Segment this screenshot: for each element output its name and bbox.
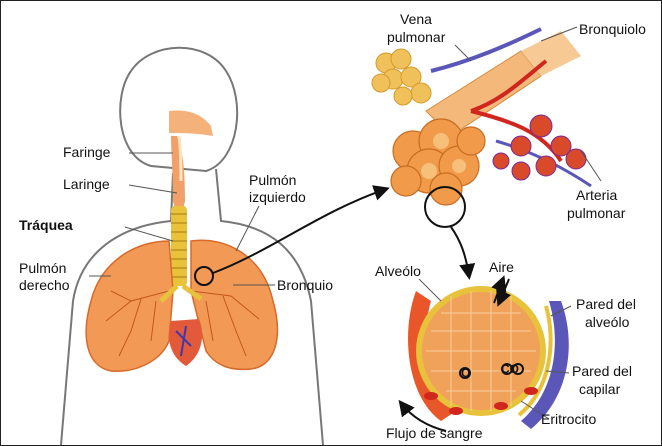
heart	[169, 319, 202, 366]
label-arteria-line1: Arteria	[576, 187, 617, 203]
label-faringe: Faringe	[63, 144, 110, 160]
label-pulmon-derecho-line2: derecho	[19, 277, 70, 293]
label-arteria-line2: pulmonar	[567, 205, 625, 221]
alveolar-cluster	[372, 29, 591, 227]
label-bronquio: Bronquio	[277, 277, 333, 293]
label-pared-alveolo-line1: Pared del	[576, 296, 636, 312]
label-aire: Aire	[489, 259, 514, 275]
label-alveolo: Alveólo	[375, 263, 421, 279]
label-vena-line1: Vena	[396, 11, 436, 27]
label-pared-alveolo-line2: alveólo	[585, 314, 629, 330]
alveolus-detail	[408, 279, 569, 429]
label-pulmon-derecho-line1: Pulmón	[19, 260, 66, 276]
label-o2: O	[461, 365, 470, 381]
label-flujo-sangre: Flujo de sangre	[386, 425, 483, 441]
trachea	[171, 206, 187, 286]
label-bronquiolo: Bronquiolo	[579, 21, 646, 37]
label-co2: CO	[501, 361, 519, 377]
label-pulmon-izquierdo-line1: Pulmón	[249, 172, 296, 188]
label-laringe: Laringe	[63, 176, 110, 192]
label-pared-capilar-line1: Pared del	[572, 363, 632, 379]
label-pulmon-izquierdo-line2: izquierdo	[249, 189, 306, 205]
arrow-to-detail	[451, 227, 469, 276]
label-traquea: Tráquea	[19, 217, 73, 233]
label-pared-capilar-line2: capilar	[579, 381, 620, 397]
left-lung	[191, 240, 277, 369]
label-vena-line2: pulmonar	[387, 29, 445, 45]
label-eritrocito: Eritrocito	[541, 411, 596, 427]
right-lung	[86, 241, 173, 371]
